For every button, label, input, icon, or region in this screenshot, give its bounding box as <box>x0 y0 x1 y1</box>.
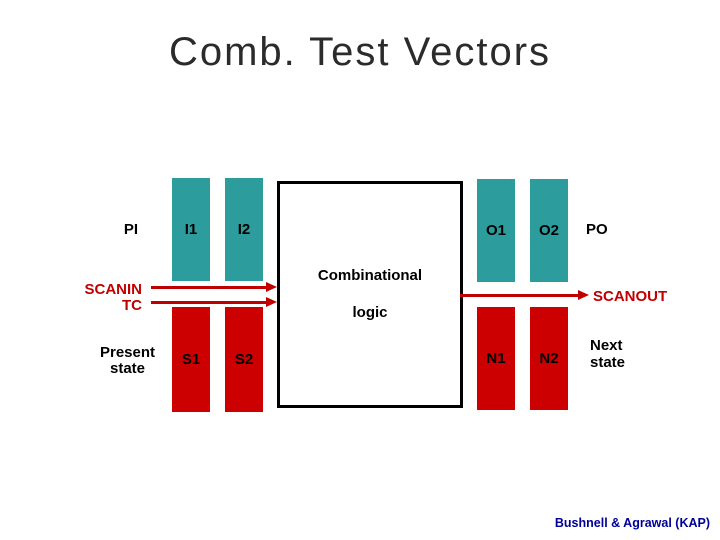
scanout-label: SCANOUT <box>593 288 668 305</box>
next-state-line1: Next <box>590 337 623 354</box>
tc-arrow-head-icon <box>266 297 277 307</box>
next-state-bar-n1: N1 <box>477 307 515 410</box>
input-bar-i1: I1 <box>172 178 210 281</box>
logic-box-line2: logic <box>352 304 388 321</box>
po-label: PO <box>586 221 608 238</box>
next-state-line2: state <box>590 354 626 371</box>
scanin-arrow-head-icon <box>266 282 277 292</box>
present-state-line1: Present <box>99 344 156 361</box>
scanin-arrow-line <box>151 286 267 289</box>
next-state-label: Next state <box>590 337 625 371</box>
present-state-label: Present state <box>85 345 170 377</box>
input-bar-i2: I2 <box>225 178 263 281</box>
scanout-arrow-head-icon <box>578 290 589 300</box>
next-state-bar-n2: N2 <box>530 307 568 410</box>
tc-arrow-line <box>151 301 267 304</box>
scanin-label: SCANIN <box>84 281 142 298</box>
pi-label: PI <box>123 221 138 238</box>
footer-attribution: Bushnell & Agrawal (KAP) <box>554 516 710 530</box>
present-state-bar-s2: S2 <box>225 307 263 412</box>
output-bar-o2: O2 <box>530 179 568 282</box>
present-state-line2: state <box>109 360 146 377</box>
tc-label: TC <box>122 297 142 314</box>
combinational-logic-box <box>277 181 463 408</box>
present-state-bar-s1: S1 <box>172 307 210 412</box>
slide-title: Comb. Test Vectors <box>168 30 552 74</box>
logic-box-line1: Combinational <box>317 267 423 284</box>
output-bar-o1: O1 <box>477 179 515 282</box>
scanout-arrow-line <box>460 294 579 297</box>
